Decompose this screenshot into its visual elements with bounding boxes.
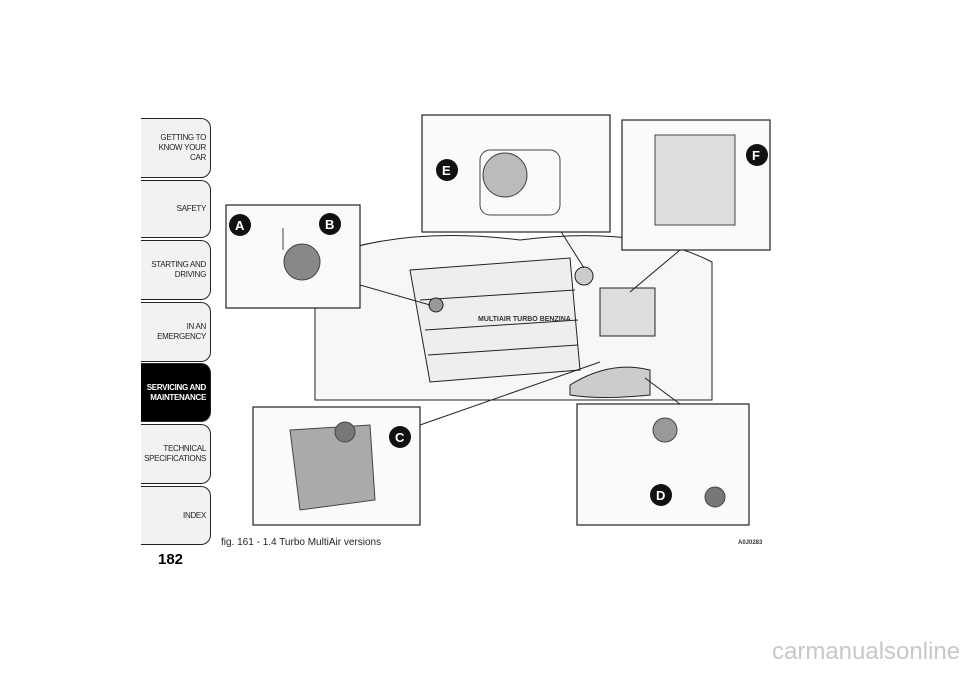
svg-text:D: D xyxy=(656,488,665,503)
engine-badge: MULTIAIR TURBO BENZINA xyxy=(478,316,571,323)
page-number: 182 xyxy=(158,551,184,568)
watermark: carmanualsonline.info xyxy=(772,638,960,665)
svg-text:F: F xyxy=(752,148,760,163)
tab-getting-to-know[interactable]: GETTING TO KNOW YOUR CAR xyxy=(141,118,211,178)
svg-text:A: A xyxy=(235,218,245,233)
tab-technical[interactable]: TECHNICAL SPECIFICATIONS xyxy=(141,424,211,484)
callout-a xyxy=(229,214,251,236)
tab-safety[interactable]: SAFETY xyxy=(141,180,211,238)
callout-c xyxy=(389,426,411,448)
tab-starting-driving[interactable]: STARTING AND DRIVING xyxy=(141,240,211,300)
callout-b xyxy=(319,213,341,235)
svg-text:B: B xyxy=(325,217,334,232)
figure-caption: fig. 161 - 1.4 Turbo MultiAir versions xyxy=(221,537,382,548)
callout-f xyxy=(746,144,768,166)
svg-text:C: C xyxy=(395,430,405,445)
tab-emergency[interactable]: IN AN EMERGENCY xyxy=(141,302,211,362)
callout-d xyxy=(650,484,672,506)
callout-e xyxy=(436,159,458,181)
tab-servicing[interactable]: SERVICING AND MAINTENANCE xyxy=(141,363,211,422)
callouts: A B E F C D xyxy=(229,144,768,506)
figure-code: A0J0283 xyxy=(738,540,763,546)
tab-index[interactable]: INDEX xyxy=(141,486,211,545)
svg-text:E: E xyxy=(442,163,451,178)
